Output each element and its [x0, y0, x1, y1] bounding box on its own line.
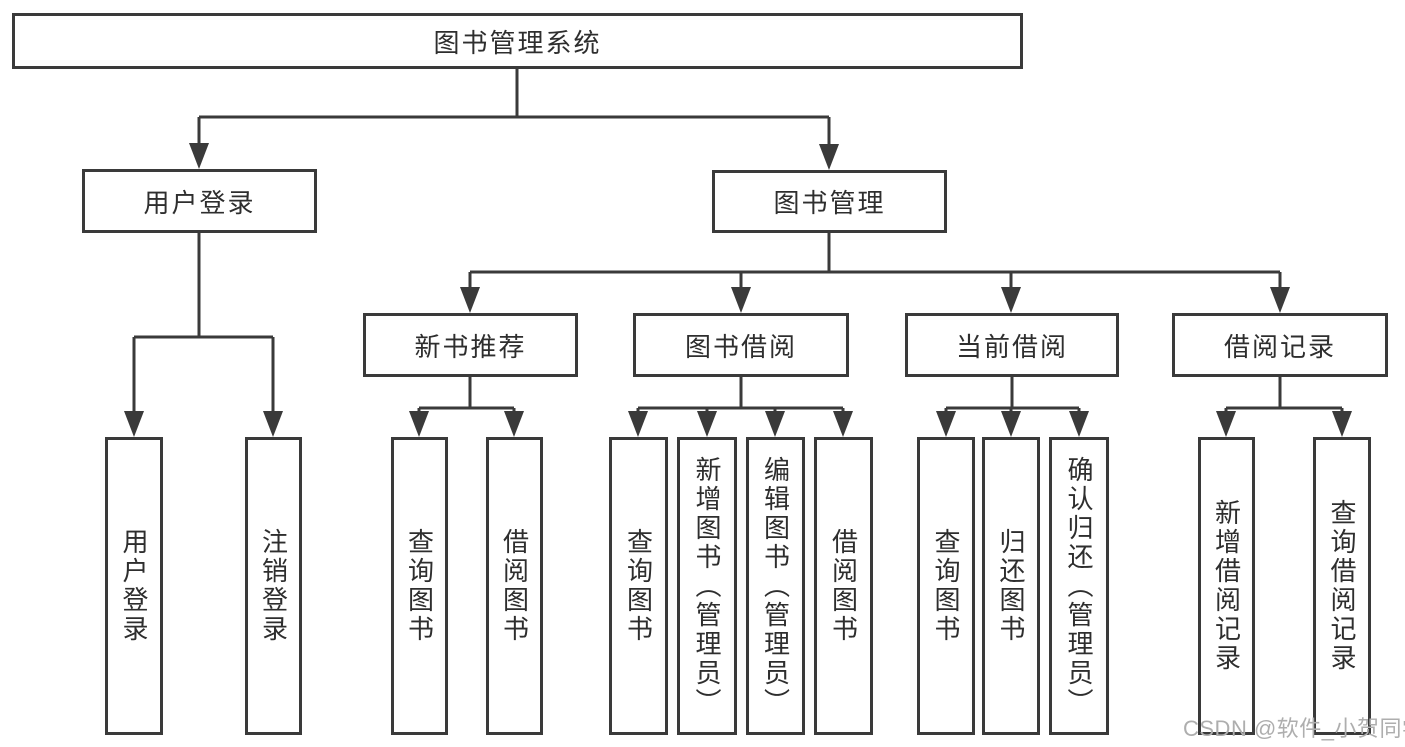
arrow-down-icon	[124, 411, 144, 437]
node-new-book-recommend: 新书推荐	[363, 313, 578, 377]
node-borrow-records-label: 借阅记录	[1223, 331, 1336, 362]
leaf-nb-borrow-book: 借阅图书	[486, 437, 543, 735]
arrow-down-icon	[731, 287, 751, 313]
leaf-bb-add-book-admin: 新增图书（管理员）	[677, 437, 737, 735]
node-user-login-label: 用户登录	[143, 187, 256, 218]
connector-book-borrow-branch	[636, 377, 845, 414]
leaf-bb-borrow-book-label: 借阅图书	[828, 528, 859, 644]
leaf-nb-query-book: 查询图书	[391, 437, 448, 735]
node-current-borrow: 当前借阅	[905, 313, 1119, 377]
arrow-down-icon	[819, 144, 839, 170]
connector-borrow-record-branch	[1224, 377, 1344, 414]
node-borrow-records: 借阅记录	[1172, 313, 1388, 377]
arrow-down-icon	[697, 411, 717, 437]
node-library-system: 图书管理系统	[12, 13, 1023, 69]
arrow-down-icon	[504, 411, 524, 437]
leaf-bb-query-book-label: 查询图书	[623, 528, 654, 644]
leaf-cb-confirm-return-admin: 确认归还（管理员）	[1049, 437, 1109, 735]
csdn-watermark: CSDN @软件_小贺同学	[1183, 716, 1405, 741]
arrow-down-icon	[1001, 287, 1021, 313]
arrow-down-icon	[765, 411, 785, 437]
arrow-down-icon	[628, 411, 648, 437]
leaf-cb-query-book-label: 查询图书	[931, 528, 961, 644]
arrow-down-icon	[189, 143, 209, 169]
leaf-logout: 注销登录	[245, 437, 302, 735]
node-book-borrow-label: 图书借阅	[684, 331, 797, 362]
leaf-cb-return-book: 归还图书	[982, 437, 1040, 735]
leaf-logout-label: 注销登录	[258, 528, 289, 644]
leaf-user-login: 用户登录	[105, 437, 163, 735]
node-user-login: 用户登录	[82, 169, 317, 233]
leaf-br-query-record-label: 查询借阅记录	[1327, 499, 1357, 673]
arrow-down-icon	[1270, 287, 1290, 313]
leaf-br-add-record: 新增借阅记录	[1198, 437, 1255, 735]
connector-root-to-level2	[197, 69, 831, 147]
arrow-down-icon	[1216, 411, 1236, 437]
node-new-book-recommend-label: 新书推荐	[414, 331, 527, 362]
leaf-bb-borrow-book: 借阅图书	[814, 437, 873, 735]
leaf-user-login-label: 用户登录	[119, 528, 149, 644]
connector-user-login-branch	[132, 233, 275, 414]
leaf-nb-borrow-book-label: 借阅图书	[499, 528, 530, 644]
arrow-down-icon	[1001, 411, 1021, 437]
arrow-down-icon	[409, 411, 429, 437]
node-book-management: 图书管理	[712, 170, 947, 233]
arrow-down-icon	[1332, 411, 1352, 437]
arrow-down-icon	[263, 411, 283, 437]
node-book-borrow: 图书借阅	[633, 313, 849, 377]
leaf-nb-query-book-label: 查询图书	[404, 528, 435, 644]
arrow-down-icon	[460, 287, 480, 313]
connector-current-borrow-branch	[944, 377, 1081, 414]
leaf-bb-edit-book-admin: 编辑图书（管理员）	[746, 437, 805, 735]
leaf-bb-edit-book-admin-label: 编辑图书（管理员）	[760, 455, 791, 717]
connector-book-management-branch	[468, 233, 1282, 290]
leaf-br-add-record-label: 新增借阅记录	[1211, 499, 1242, 673]
arrow-down-icon	[1069, 411, 1089, 437]
node-current-borrow-label: 当前借阅	[955, 331, 1068, 362]
leaf-br-query-record: 查询借阅记录	[1313, 437, 1371, 735]
arrowheads-group	[124, 143, 1352, 437]
leaf-cb-query-book: 查询图书	[917, 437, 975, 735]
leaf-bb-query-book: 查询图书	[609, 437, 668, 735]
leaf-cb-return-book-label: 归还图书	[996, 528, 1026, 644]
leaf-cb-confirm-return-admin-label: 确认归还（管理员）	[1064, 455, 1094, 717]
arrow-down-icon	[833, 411, 853, 437]
connector-new-book-branch	[417, 377, 516, 414]
leaf-bb-add-book-admin-label: 新增图书（管理员）	[692, 455, 722, 717]
node-library-system-label: 图书管理系统	[433, 27, 602, 58]
node-book-management-label: 图书管理	[773, 188, 886, 218]
arrow-down-icon	[936, 411, 956, 437]
